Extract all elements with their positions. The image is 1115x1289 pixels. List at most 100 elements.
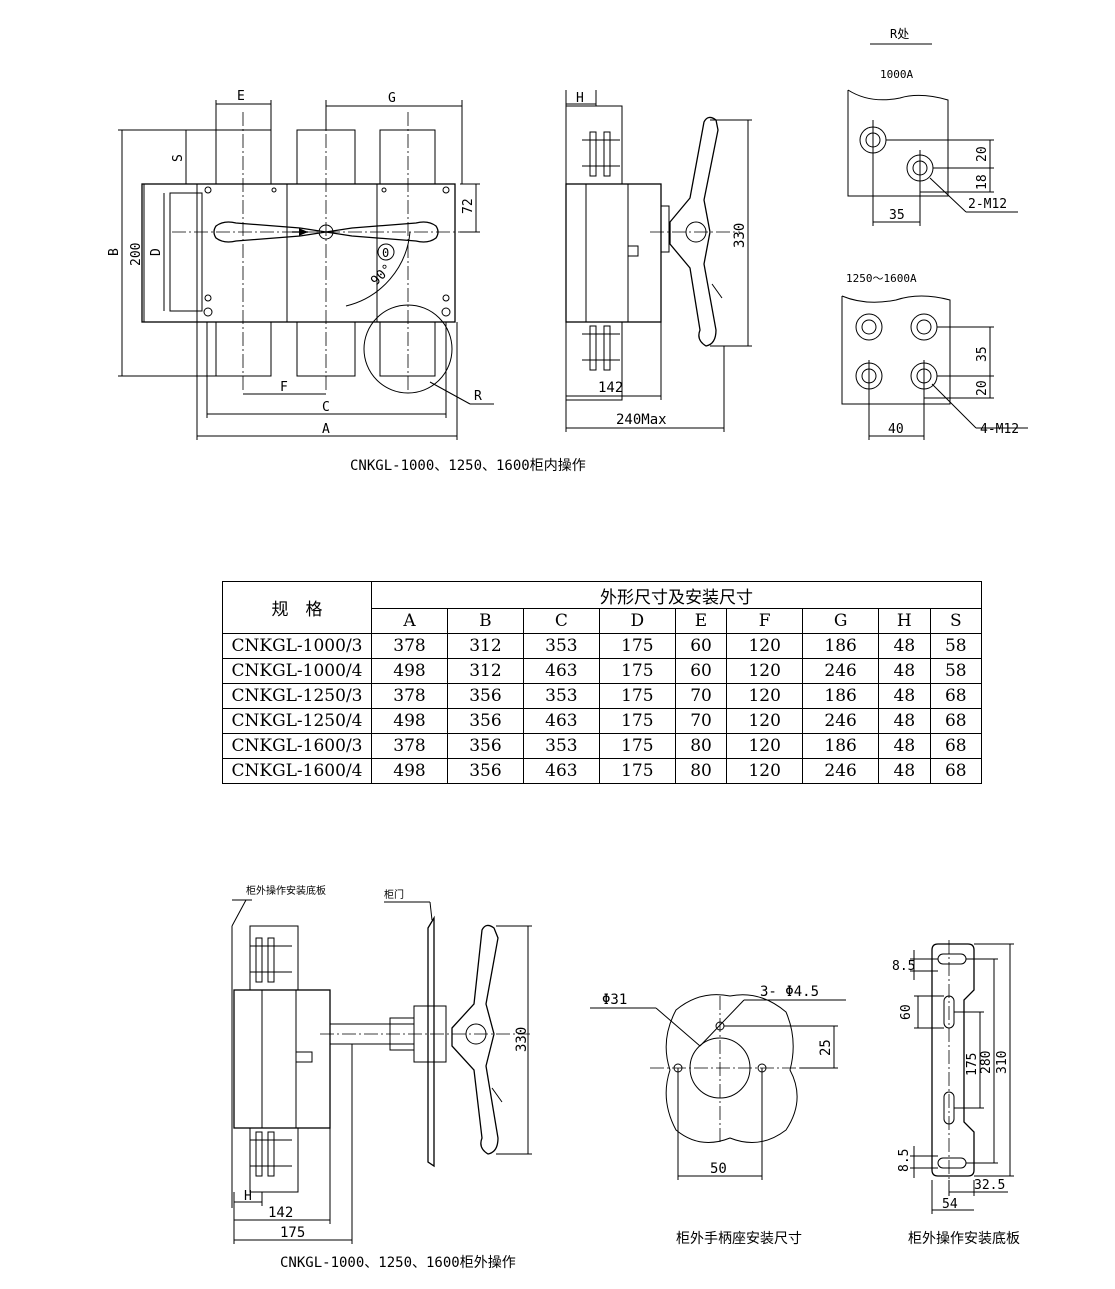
base-plate-view: 8.5 60 175 280 310 8.5 32.5 54 — [892, 940, 1014, 1214]
column-header-B: B — [446, 608, 524, 634]
value-cell: 120 — [726, 733, 804, 759]
value-cell: 378 — [371, 633, 448, 659]
dim-280: 280 — [979, 1051, 994, 1074]
value-cell: 120 — [726, 683, 804, 709]
dim-A: A — [322, 422, 330, 437]
value-cell: 378 — [371, 683, 448, 709]
column-header-C: C — [522, 608, 600, 634]
angle-90: 90° — [368, 262, 395, 289]
value-cell: 48 — [878, 708, 931, 734]
column-header-F: F — [726, 608, 804, 634]
value-cell: 356 — [446, 758, 524, 784]
value-cell: 175 — [598, 633, 676, 659]
label-plate: 柜外操作安装底板 — [246, 884, 326, 897]
dim-F: F — [280, 380, 288, 395]
value-cell: 175 — [598, 733, 676, 759]
value-cell: 463 — [522, 708, 600, 734]
value-cell: 175 — [598, 658, 676, 684]
value-cell: 60 — [674, 633, 728, 659]
value-cell: 463 — [522, 758, 600, 784]
dim-B: B — [107, 248, 122, 256]
dim-8-5-b: 8.5 — [897, 1149, 912, 1172]
dim-200: 200 — [129, 243, 144, 266]
value-cell: 175 — [598, 708, 676, 734]
dim-20-a: 20 — [975, 146, 990, 162]
dim-310: 310 — [995, 1051, 1010, 1074]
value-cell: 175 — [598, 758, 676, 784]
value-cell: 356 — [446, 683, 524, 709]
dim-54: 54 — [942, 1197, 958, 1212]
value-cell: 175 — [598, 683, 676, 709]
dim-142: 142 — [598, 380, 623, 396]
label-phi31: Φ31 — [602, 992, 627, 1008]
model-cell: CNKGL-1000/3 — [222, 633, 372, 659]
label-2-m12: 2-M12 — [968, 197, 1007, 212]
dim-240max: 240Max — [616, 412, 667, 428]
value-cell: 48 — [878, 683, 931, 709]
value-cell: 312 — [446, 633, 524, 659]
column-header-A: A — [371, 608, 448, 634]
value-cell: 48 — [878, 733, 931, 759]
dim-H: H — [576, 91, 584, 106]
r-detail: R处 1000A 20 18 35 2-M12 1250～1600A 3 — [841, 27, 1028, 440]
dim-D: D — [149, 248, 164, 256]
value-cell: 60 — [674, 658, 728, 684]
value-cell: 68 — [929, 708, 983, 734]
value-cell: 80 — [674, 758, 728, 784]
value-cell: 356 — [446, 733, 524, 759]
value-cell: 498 — [371, 658, 448, 684]
dim-18: 18 — [975, 174, 990, 190]
r-detail-title: R处 — [890, 27, 909, 41]
label-1000a: 1000A — [880, 68, 913, 81]
spec-header: 规 格 — [222, 581, 372, 634]
dim-35-a: 35 — [889, 208, 905, 223]
dim-E: E — [237, 89, 245, 104]
value-cell: 186 — [802, 683, 880, 709]
value-cell: 463 — [522, 658, 600, 684]
dim-G: G — [388, 91, 396, 106]
dim-142-b: 142 — [268, 1205, 293, 1221]
dim-35-b: 35 — [975, 346, 990, 362]
value-cell: 353 — [522, 683, 600, 709]
value-cell: 353 — [522, 633, 600, 659]
dim-175-c: 175 — [965, 1053, 980, 1076]
group-header: 外形尺寸及安装尺寸 — [371, 581, 982, 609]
label-door: 柜门 — [384, 888, 404, 901]
value-cell: 353 — [522, 733, 600, 759]
side-view: H 330 142 240Max — [565, 90, 752, 432]
column-header-H: H — [878, 608, 931, 634]
dim-S: S — [171, 154, 186, 162]
dim-H-b: H — [244, 1189, 252, 1204]
label-4-m12: 4-M12 — [980, 422, 1019, 437]
value-cell: 70 — [674, 708, 728, 734]
model-cell: CNKGL-1000/4 — [222, 658, 372, 684]
column-header-G: G — [802, 608, 880, 634]
value-cell: 80 — [674, 733, 728, 759]
value-cell: 120 — [726, 758, 804, 784]
value-cell: 120 — [726, 658, 804, 684]
model-cell: CNKGL-1250/3 — [222, 683, 372, 709]
value-cell: 186 — [802, 733, 880, 759]
dim-32-5: 32.5 — [974, 1178, 1005, 1193]
label-3-phi45: 3- Φ4.5 — [760, 984, 819, 1000]
value-cell: 246 — [802, 658, 880, 684]
bottom-left-caption: CNKGL-1000、1250、1600柜外操作 — [280, 1255, 516, 1271]
value-cell: 58 — [929, 658, 983, 684]
dim-C: C — [322, 400, 330, 415]
value-cell: 48 — [878, 758, 931, 784]
model-cell: CNKGL-1600/4 — [222, 758, 372, 784]
value-cell: 378 — [371, 733, 448, 759]
dim-60: 60 — [899, 1004, 914, 1020]
column-header-S: S — [929, 608, 983, 634]
value-cell: 120 — [726, 708, 804, 734]
value-cell: 48 — [878, 658, 931, 684]
model-cell: CNKGL-1600/3 — [222, 733, 372, 759]
